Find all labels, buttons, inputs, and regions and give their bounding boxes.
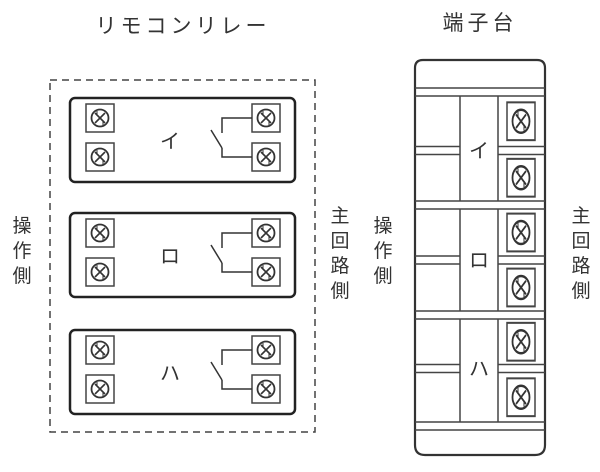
relay-main-circuit-side-label: 主 回 路 側 [330,205,349,302]
main-circuit-terminal-screw-icon[interactable] [251,103,281,133]
operation-terminal-screw-icon[interactable] [85,103,115,133]
operation-terminal-screw-icon[interactable] [85,374,115,404]
operation-terminal-screw-icon[interactable] [85,335,115,365]
relay-module-case [68,96,297,184]
terminal-block-sections: イロハ [415,96,545,422]
contact-switch-icon [210,117,252,158]
remote-relay-title: リモコンリレー [96,14,271,38]
relay-module-label: イ [160,129,180,153]
terminal-screw-icon[interactable] [505,321,537,362]
operation-terminal-screw-icon[interactable] [85,257,115,287]
block-left-char: 操 [373,215,392,237]
block-main-circuit-side-label: 主 回 路 側 [571,205,590,302]
relay-module-label: ロ [160,244,180,268]
main-circuit-terminal-screw-icon[interactable] [251,335,281,365]
relay-operation-side-label: 操 作 側 [12,215,31,287]
terminal-section-i: イ [415,96,545,201]
main-circuit-terminal-screw-icon[interactable] [251,257,281,287]
block-right-char: 主 [571,205,590,227]
terminal-screw-icon[interactable] [505,212,537,253]
terminal-section-label: ロ [469,248,489,272]
operation-terminal-screw-icon[interactable] [85,218,115,248]
relay-module-i: イ [68,96,297,184]
relay-module-ha: ハ [68,328,297,416]
block-left-char: 側 [373,265,392,287]
terminal-section-ha: ハ [415,310,545,422]
terminal-section-label: イ [469,139,489,163]
contact-switch-icon [210,349,252,390]
contact-switch-icon [210,232,252,273]
relay-right-char: 側 [330,280,349,302]
relay-module-case [68,211,297,299]
remote-relay-enclosure [49,79,316,433]
terminal-section-label: ハ [469,357,489,381]
relay-right-char: 回 [330,230,349,252]
operation-terminal-screw-icon[interactable] [85,142,115,172]
relay-module-ro: ロ [68,211,297,299]
terminal-screw-icon[interactable] [505,101,537,142]
relay-module-case [68,328,297,416]
block-right-char: 路 [571,255,590,277]
relay-right-char: 路 [330,255,349,277]
relay-right-char: 主 [330,205,349,227]
relay-left-char: 側 [12,265,31,287]
terminal-block-title: 端子台 [443,11,518,35]
terminal-screw-icon[interactable] [505,267,537,308]
block-right-char: 回 [571,230,590,252]
relay-module-label: ハ [160,361,180,385]
relay-modules: イロハ [68,96,297,416]
terminal-section-ro: ロ [415,200,545,311]
relay-left-char: 作 [12,240,31,262]
block-operation-side-label: 操 作 側 [373,215,392,287]
main-circuit-terminal-screw-icon[interactable] [251,374,281,404]
block-left-char: 作 [373,240,392,262]
main-circuit-terminal-screw-icon[interactable] [251,142,281,172]
block-right-char: 側 [571,280,590,302]
terminal-screw-icon[interactable] [505,377,537,418]
relay-left-char: 操 [12,215,31,237]
terminal-screw-icon[interactable] [505,157,537,198]
main-circuit-terminal-screw-icon[interactable] [251,218,281,248]
